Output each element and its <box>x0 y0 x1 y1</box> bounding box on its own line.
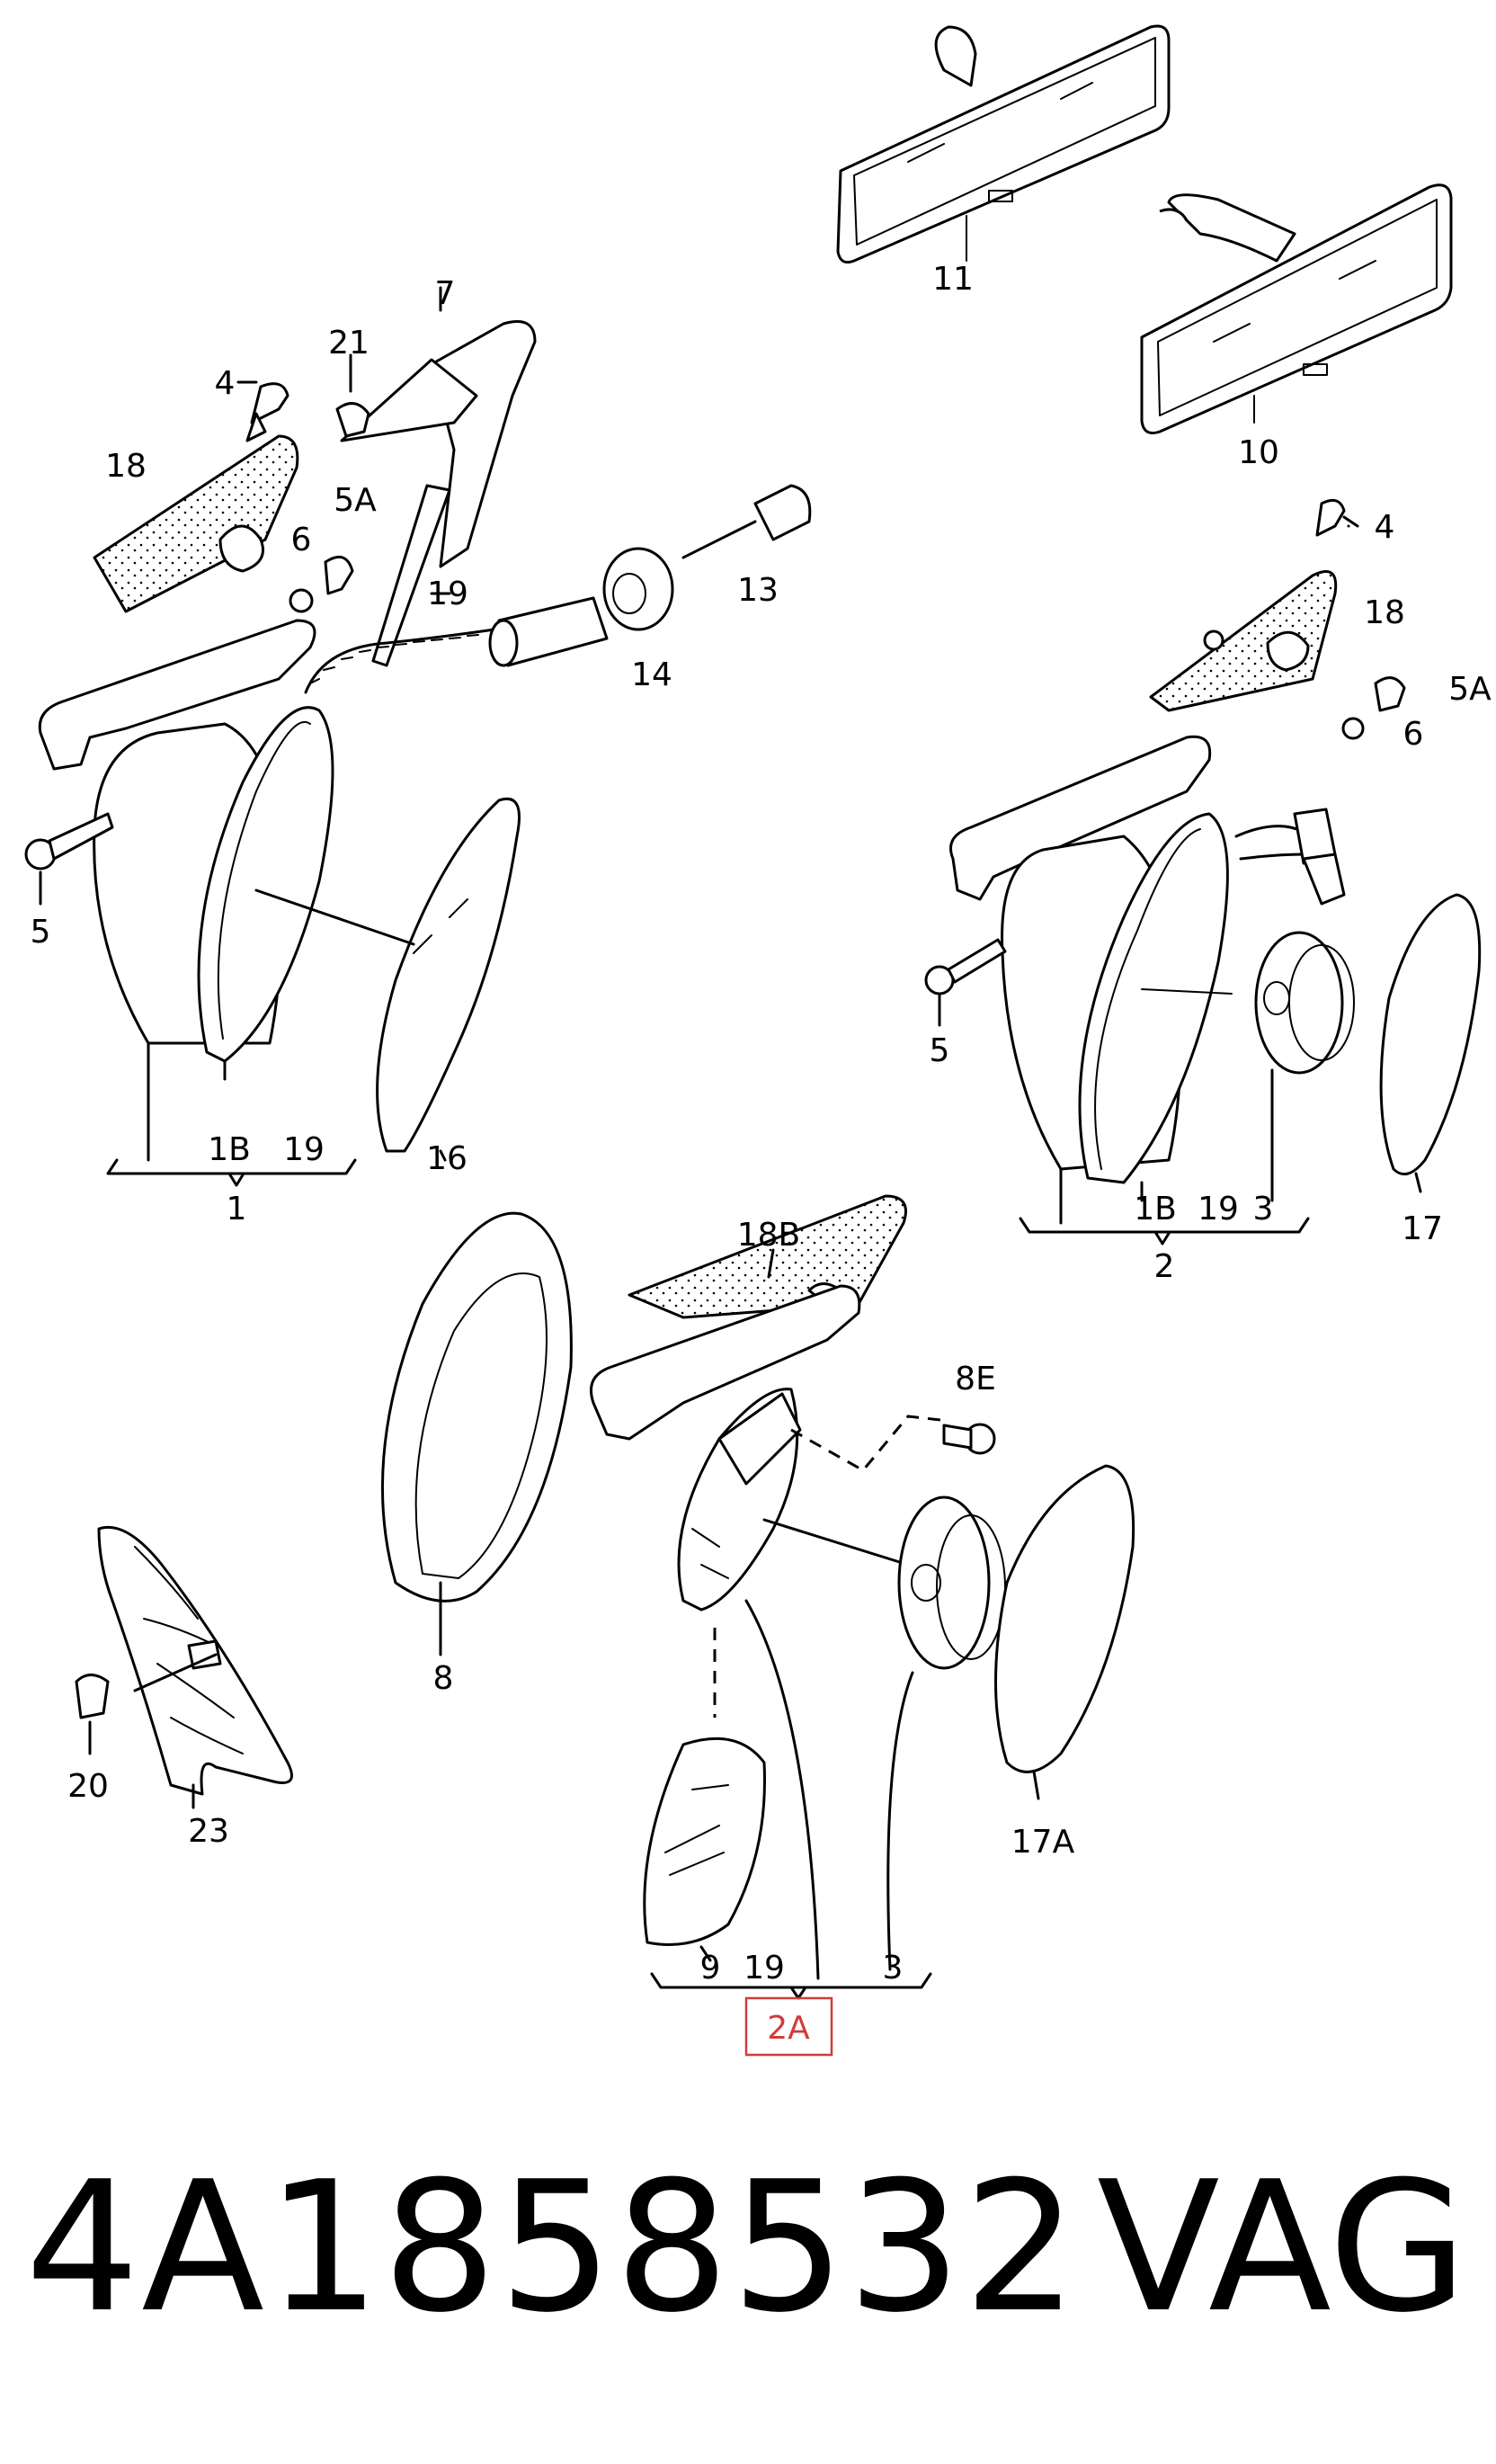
callout-18: 18 <box>1364 594 1405 631</box>
callout-6: 6 <box>291 522 312 558</box>
brand-name: VAG <box>1097 2143 1468 2352</box>
callout-4: 4 <box>1375 509 1395 546</box>
callout-16: 16 <box>426 1140 468 1177</box>
callout-17A: 17A <box>1011 1824 1075 1861</box>
callout-19: 19 <box>283 1131 325 1168</box>
callout-2A: 2A <box>767 2010 810 2047</box>
callout-5A: 5A <box>334 482 377 519</box>
callout-8E: 8E <box>955 1361 996 1397</box>
callout-23: 23 <box>188 1813 229 1850</box>
callout-1B: 1B <box>208 1131 251 1168</box>
callout-1B: 1B <box>1134 1191 1177 1228</box>
callout-2: 2 <box>1154 1248 1175 1285</box>
callout-3: 3 <box>883 1950 904 1986</box>
mirror-assembly-2 <box>924 498 1482 1245</box>
callout-10: 10 <box>1238 434 1279 471</box>
callout-18B: 18B <box>737 1217 801 1254</box>
callout-5A: 5A <box>1448 671 1492 708</box>
footer: 4A1858532 VAG <box>0 2140 1496 2356</box>
callout-19: 19 <box>744 1950 785 1986</box>
callout-3: 3 <box>1253 1191 1274 1228</box>
callout-20: 20 <box>67 1768 109 1805</box>
callout-5: 5 <box>930 1032 950 1069</box>
callout-21: 21 <box>328 325 370 362</box>
callout-7: 7 <box>435 275 456 312</box>
callout-2A-highlight <box>744 1996 833 2057</box>
callout-14: 14 <box>631 656 672 693</box>
callout-1: 1 <box>227 1191 247 1228</box>
mirror-housing-8 <box>381 1211 573 1656</box>
callout-8: 8 <box>433 1660 454 1697</box>
callout-19: 19 <box>1198 1191 1239 1228</box>
callout-5: 5 <box>31 914 51 951</box>
interior-mirror-11 <box>836 24 1171 264</box>
callout-labels: 11 10 7 4 21 18 5A 6 19 13 14 5 1B 19 16… <box>31 261 1492 2057</box>
callout-11: 11 <box>932 261 974 298</box>
mirror-assembly-1 <box>24 286 812 1187</box>
callout-13: 13 <box>737 572 779 609</box>
callout-18: 18 <box>105 448 147 485</box>
callout-19: 19 <box>427 576 468 612</box>
interior-mirror-10 <box>1140 183 1453 434</box>
part-number: 4A1858532 <box>25 2143 1080 2352</box>
callout-6: 6 <box>1403 716 1424 753</box>
trim-panel-23 <box>75 1525 293 1809</box>
callout-9: 9 <box>700 1950 721 1986</box>
callout-17: 17 <box>1402 1210 1443 1247</box>
callout-4: 4 <box>215 365 236 402</box>
mirror-assembly-2A <box>590 1194 1135 2000</box>
